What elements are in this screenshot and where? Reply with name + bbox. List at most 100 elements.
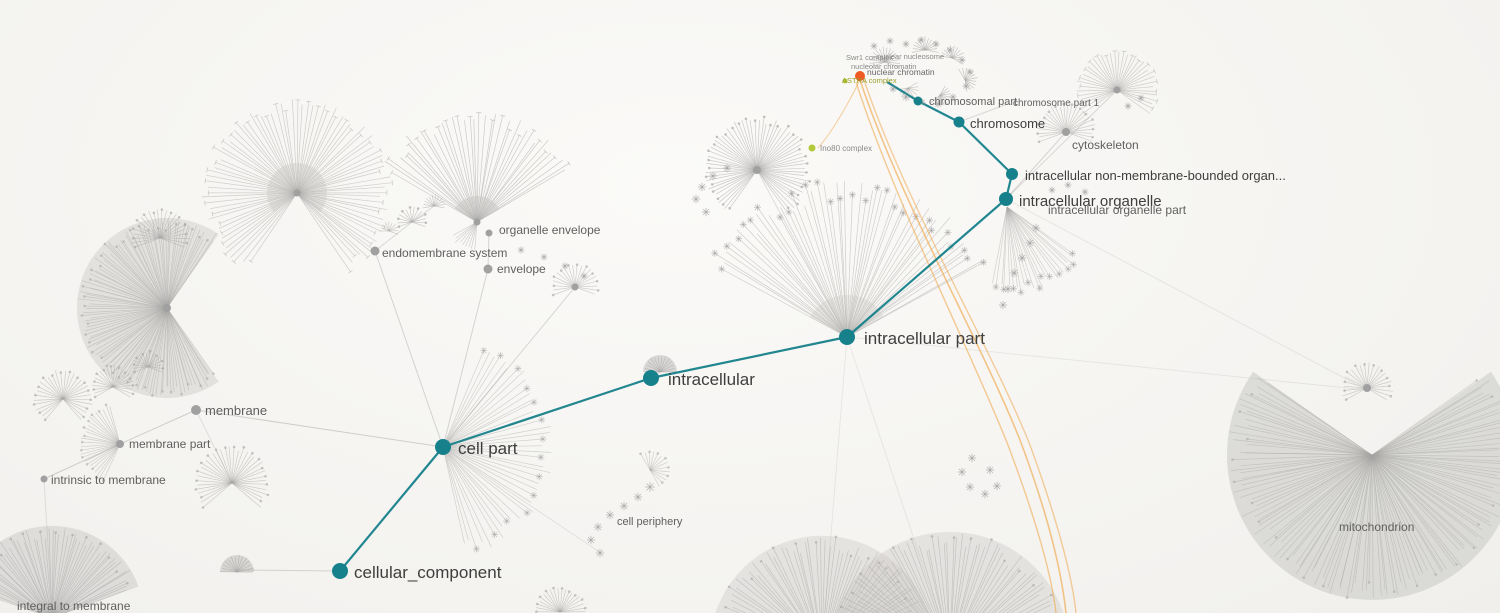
- label-chromosome-part-1[interactable]: chromosome part 1: [1013, 98, 1100, 109]
- label-cellular-component[interactable]: cellular_component: [354, 563, 502, 582]
- fan-edge: [78, 298, 168, 309]
- fan-edge: [210, 192, 298, 210]
- label-nucleolar-chromatin[interactable]: nucleolar chromatin: [851, 62, 916, 71]
- fan-edge: [792, 211, 848, 338]
- fan-edge: [846, 212, 904, 338]
- node-intracellular[interactable]: [643, 370, 659, 386]
- fan-edge: [212, 192, 298, 215]
- fan-edge: [560, 270, 576, 288]
- label-nuclear-nucleosome[interactable]: nuclear nucleosome: [877, 52, 944, 61]
- collapsed-subtree-star-icon: [531, 492, 537, 499]
- node-hub[interactable]: [753, 166, 761, 174]
- node-intracellular-part[interactable]: [839, 329, 855, 345]
- node-hub[interactable]: [1113, 86, 1121, 94]
- fan-edge: [1371, 454, 1500, 480]
- node-organelle-envelope[interactable]: [485, 229, 493, 237]
- label-intracellular-organelle[interactable]: intracellular organelle: [1019, 193, 1162, 210]
- label-membrane[interactable]: membrane: [205, 403, 267, 418]
- node-cell-part[interactable]: [435, 439, 451, 455]
- fan-edge: [559, 589, 567, 613]
- fan-edge: [138, 225, 168, 309]
- label-intrinsic-to-membrane[interactable]: intrinsic to membrane: [51, 473, 166, 487]
- fan-edge: [108, 244, 168, 309]
- node-nuclear-chromatin[interactable]: [855, 71, 865, 81]
- label-chromosomal-part[interactable]: chromosomal part: [929, 96, 1017, 108]
- label-intracellular-non-membrane-bounded-organelle[interactable]: intracellular non-membrane-bounded organ…: [1025, 168, 1286, 183]
- fan-edge: [108, 241, 168, 309]
- node-cellular-component[interactable]: [332, 563, 348, 579]
- node-astra-complex[interactable]: [842, 78, 848, 84]
- node-chromosome[interactable]: [953, 116, 965, 128]
- fan-edge: [166, 231, 205, 309]
- leaf-node-dot: [1091, 135, 1094, 139]
- leaf-node-dot: [416, 207, 420, 210]
- leaf-node-dot: [711, 190, 715, 193]
- fan-edge: [384, 160, 478, 223]
- leaf-node-dot: [799, 138, 803, 141]
- node-mitochondrion-hub[interactable]: [1363, 384, 1371, 392]
- fan-edge: [553, 276, 576, 288]
- node-membrane[interactable]: [191, 405, 201, 415]
- fan-edge: [574, 286, 599, 291]
- node-intrinsic-to-membrane[interactable]: [40, 475, 48, 483]
- label-integral-to-membrane[interactable]: integral to membrane: [17, 599, 131, 613]
- fan-edge: [476, 142, 535, 223]
- label-astra-complex[interactable]: ASTRA complex: [842, 76, 897, 85]
- label-intracellular[interactable]: intracellular: [668, 370, 755, 389]
- label-envelope[interactable]: envelope: [497, 262, 546, 276]
- label-swr1-complex[interactable]: Swr1 complex: [846, 53, 893, 62]
- label-membrane-part[interactable]: membrane part: [129, 437, 211, 451]
- node-hub[interactable]: [473, 218, 481, 226]
- label-mitochondrion[interactable]: mitochondrion: [1339, 520, 1414, 534]
- fan-edge: [837, 560, 863, 613]
- fan-edge: [236, 555, 240, 573]
- fan-edge: [0, 573, 47, 613]
- fan-edge: [1001, 206, 1008, 285]
- label-nuclear-chromatin[interactable]: nuclear chromatin: [867, 67, 935, 77]
- fan-edge: [1303, 454, 1373, 578]
- graph-edge: [442, 268, 489, 448]
- fan-edge: [1371, 432, 1500, 456]
- fan-edge: [133, 359, 149, 368]
- leaf-node-dot: [800, 185, 804, 189]
- label-organelle-envelope[interactable]: organelle envelope: [499, 223, 601, 237]
- node-membrane-part[interactable]: [116, 440, 124, 448]
- fan-edge: [1077, 89, 1118, 97]
- node-ino80-complex[interactable]: [808, 144, 816, 152]
- node-cytoskeleton[interactable]: [1062, 128, 1070, 136]
- label-intracellular-organelle-part[interactable]: intracellular organelle part: [1048, 203, 1187, 217]
- label-ino80-complex[interactable]: Ino80 complex: [820, 144, 872, 153]
- fan-edge: [756, 214, 848, 338]
- node-chromosomal-part[interactable]: [913, 96, 923, 106]
- label-endomembrane-system[interactable]: endomembrane system: [382, 246, 507, 260]
- fan-edge: [871, 61, 886, 68]
- fan-edge: [102, 307, 168, 363]
- node-endomembrane-system[interactable]: [370, 246, 380, 256]
- fan-edge: [1081, 89, 1118, 105]
- node-hub[interactable]: [163, 304, 171, 312]
- label-intracellular-part[interactable]: intracellular part: [864, 329, 985, 348]
- node-intracellular-organelle[interactable]: [999, 192, 1013, 206]
- fan-edge: [391, 172, 478, 223]
- collapsed-subtree-star-icon: [518, 247, 524, 253]
- label-cell-periphery[interactable]: cell periphery: [617, 516, 683, 528]
- node-envelope[interactable]: [483, 264, 493, 274]
- fan-edge: [907, 87, 914, 98]
- fan-edge: [62, 371, 71, 400]
- fan-edge: [1059, 106, 1067, 133]
- fan-edge: [1371, 454, 1479, 525]
- leaf-node-dot: [115, 570, 119, 573]
- fan-edge: [960, 543, 981, 613]
- fan-edge: [951, 45, 955, 59]
- node-hub[interactable]: [571, 283, 579, 291]
- node-hub[interactable]: [293, 189, 301, 197]
- leaf-node-dot: [707, 166, 711, 170]
- label-cytoskeleton[interactable]: cytoskeleton: [1072, 138, 1139, 152]
- label-chromosome[interactable]: chromosome: [970, 116, 1045, 131]
- label-cell-part[interactable]: cell part: [458, 439, 518, 458]
- fan-edge: [166, 224, 189, 309]
- node-intracellular-non-membrane-bounded-organelle[interactable]: [1006, 168, 1018, 180]
- fan-edge: [160, 228, 168, 309]
- fan-edge: [166, 307, 190, 391]
